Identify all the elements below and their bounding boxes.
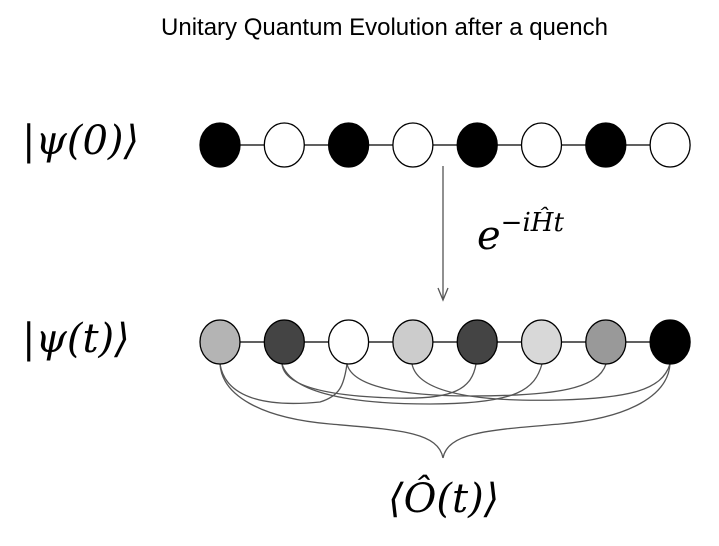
- initial-lattice-site: [585, 122, 627, 168]
- observable-label: ⟨Ô(t)⟩: [388, 476, 500, 522]
- brace-left: [219, 363, 444, 459]
- correlation-arc: [411, 363, 671, 401]
- evolved-lattice-site: [649, 319, 691, 365]
- evolved-lattice-site: [327, 319, 370, 365]
- evolved-lattice-site: [263, 319, 305, 365]
- operator-exponent: −iĤt: [500, 208, 564, 238]
- initial-lattice-site: [263, 122, 305, 168]
- evolution-operator: e−iĤt: [477, 208, 564, 259]
- evolved-lattice-site: [456, 319, 498, 365]
- evolved-lattice-site: [199, 319, 241, 365]
- correlation-arc: [346, 363, 607, 397]
- evolved-state-label: |ψ(t)⟩: [22, 316, 130, 362]
- brace-right: [442, 363, 671, 459]
- evolved-lattice-site: [585, 319, 627, 365]
- initial-lattice-site: [456, 122, 498, 168]
- operator-base: e: [477, 213, 501, 259]
- evolved-lattice-site: [392, 319, 434, 365]
- diagram-title: Unitary Quantum Evolution after a quench: [161, 14, 608, 41]
- initial-lattice-site: [649, 122, 691, 168]
- initial-chain: [199, 122, 691, 168]
- initial-lattice-site: [520, 122, 563, 168]
- correlation-arcs: [219, 363, 671, 459]
- evolution-arrow-head: [437, 287, 449, 302]
- correlation-arc: [281, 363, 477, 399]
- initial-lattice-site: [327, 122, 370, 168]
- evolved-chain: [199, 319, 691, 365]
- initial-state-label: |ψ(0)⟩: [22, 118, 140, 164]
- evolved-lattice-site: [520, 319, 563, 365]
- initial-lattice-site: [392, 122, 434, 168]
- correlation-arc: [281, 363, 543, 405]
- initial-lattice-site: [199, 122, 241, 168]
- correlation-arc: [219, 363, 348, 405]
